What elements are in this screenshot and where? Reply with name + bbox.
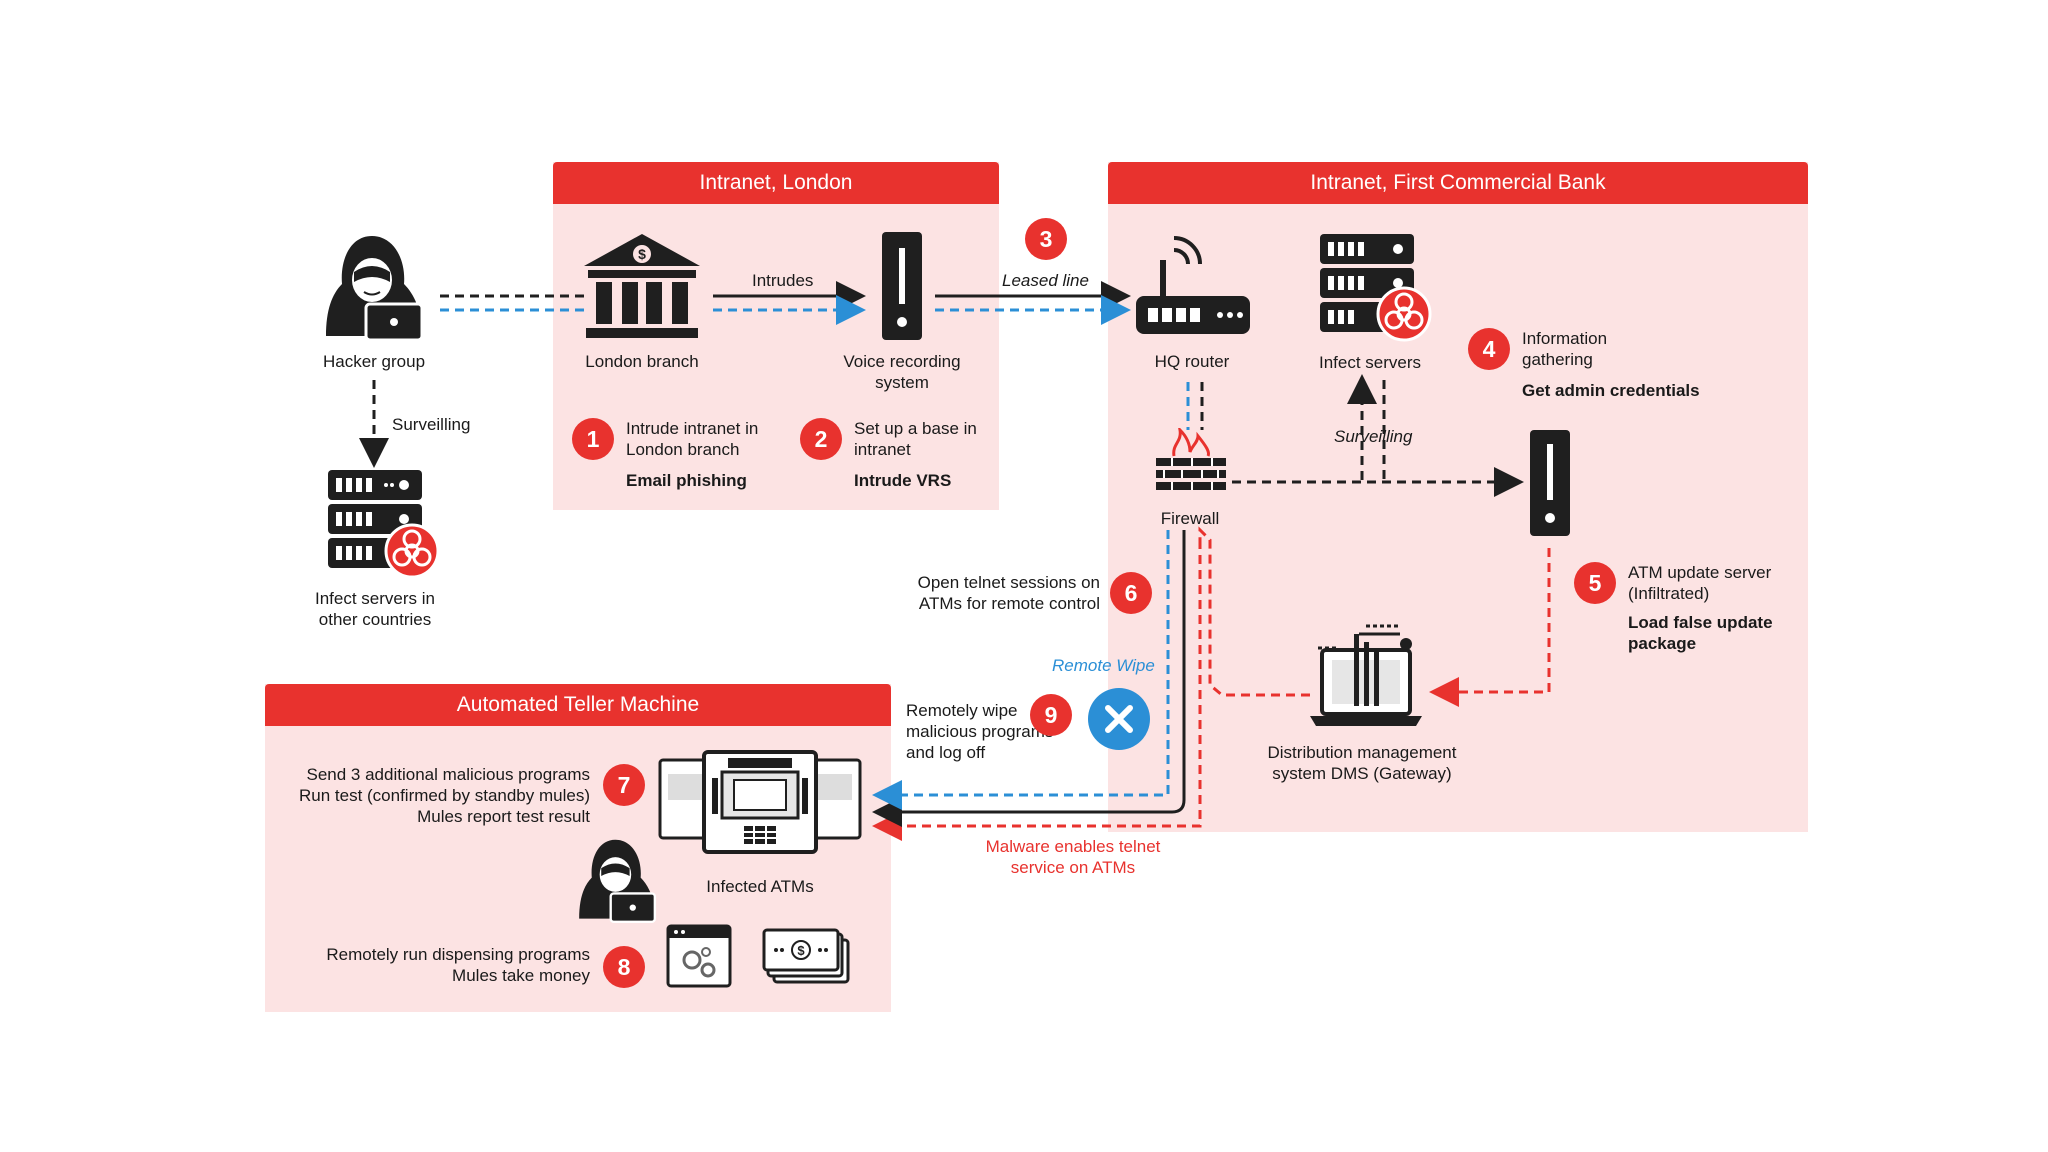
hacker-icon xyxy=(579,839,657,923)
step-badge-5: 5 xyxy=(1574,562,1616,604)
biohazard-icon xyxy=(1376,286,1432,342)
node-label-infected-atms: Infected ATMs xyxy=(706,877,814,896)
edge-surveilling-bank xyxy=(1347,374,1386,480)
step-badge-6: 6 xyxy=(1110,572,1152,614)
step-5-bold: Load false update package xyxy=(1628,613,1773,653)
node-label-infect-servers-other: Infect servers in other countries xyxy=(315,589,435,629)
step-2-bold: Intrude VRS xyxy=(854,471,952,490)
panel-title-london: Intranet, London xyxy=(553,162,999,204)
edge-dms-atm xyxy=(878,526,1310,826)
step-4-text: Information gathering xyxy=(1522,329,1608,369)
node-label-london-branch: London branch xyxy=(585,352,699,371)
edge-label-surveilling-bank: Surveilling xyxy=(1334,427,1413,446)
step-8-line-2: Mules take money xyxy=(452,966,590,985)
dms-icon xyxy=(1310,624,1422,726)
svg-text:$: $ xyxy=(797,943,805,958)
node-label-hacker-group: Hacker group xyxy=(322,352,426,371)
step-5-text: ATM update server (Infiltrated) xyxy=(1628,563,1772,603)
edge-label-leased-line: Leased line xyxy=(1002,271,1089,290)
step-7-line-3: Mules report test result xyxy=(417,807,590,826)
node-label-infect-servers: Infect servers xyxy=(1318,353,1422,372)
edge-remote-wipe xyxy=(872,530,1170,810)
step-7-line-1: Send 3 additional malicious programs xyxy=(306,765,591,784)
step-badge-9: 9 xyxy=(1030,694,1072,736)
step-badge-7: 7 xyxy=(603,764,645,806)
edge-label-intrudes: Intrudes xyxy=(752,271,814,290)
panel-title-atm: Automated Teller Machine xyxy=(265,684,891,726)
svg-text:$: $ xyxy=(638,246,646,262)
edge-label-surveilling-hacker: Surveilling xyxy=(392,415,471,434)
hacker-icon xyxy=(326,236,424,342)
firewall-icon xyxy=(1156,428,1226,490)
edge-label-remote-wipe: Remote Wipe xyxy=(1052,656,1155,675)
wipe-icon xyxy=(1088,688,1150,750)
step-badge-8: 8 xyxy=(603,946,645,988)
step-badge-2: 2 xyxy=(800,418,842,460)
biohazard-icon xyxy=(384,523,440,579)
panel-title-bank: Intranet, First Commercial Bank xyxy=(1108,162,1808,204)
edge-router-firewall xyxy=(1186,382,1204,430)
step-6-text: Open telnet sessions on ATMs for remote … xyxy=(917,573,1100,613)
step-2-text: Set up a base in intranet xyxy=(854,419,977,459)
edge-atmserver-dms xyxy=(1429,548,1551,707)
step-1-text: Intrude intranet in London branch xyxy=(626,419,759,459)
step-4-bold: Get admin credentials xyxy=(1522,381,1700,400)
edge-label-malware-enables: Malware enables telnet service on ATMs xyxy=(985,837,1161,877)
step-7-line-2: Run test (confirmed by standby mules) xyxy=(298,786,590,805)
edge-intrudes xyxy=(713,281,866,325)
program-icon xyxy=(666,924,732,988)
server-tower-icon xyxy=(1530,430,1570,536)
server-tower-icon xyxy=(882,232,922,340)
bank-icon: $ xyxy=(584,234,700,338)
edge-hacker-london xyxy=(440,294,585,312)
node-label-dms: Distribution management system DMS (Gate… xyxy=(1267,743,1457,783)
step-badge-3: 3 xyxy=(1025,218,1067,260)
money-icon: $ xyxy=(762,928,850,984)
step-1-bold: Email phishing xyxy=(626,471,747,490)
atm-icon xyxy=(658,750,862,854)
server-rack-icon xyxy=(328,470,422,568)
panel-intranet-bank: Intranet, First Commercial Bank xyxy=(1108,162,1808,832)
router-icon xyxy=(1136,236,1250,334)
step-9-text: Remotely wipe malicious programs and log… xyxy=(906,701,1054,762)
step-8-line-1: Remotely run dispensing programs xyxy=(326,945,590,964)
node-label-firewall: Firewall xyxy=(1160,509,1220,528)
node-label-voice-recording: Voice recording system xyxy=(843,352,961,392)
node-label-hq-router: HQ router xyxy=(1154,352,1230,371)
edge-leased-line xyxy=(935,281,1131,325)
edge-firewall-atm-telnet xyxy=(872,530,1186,827)
step-badge-1: 1 xyxy=(572,418,614,460)
step-badge-4: 4 xyxy=(1468,328,1510,370)
